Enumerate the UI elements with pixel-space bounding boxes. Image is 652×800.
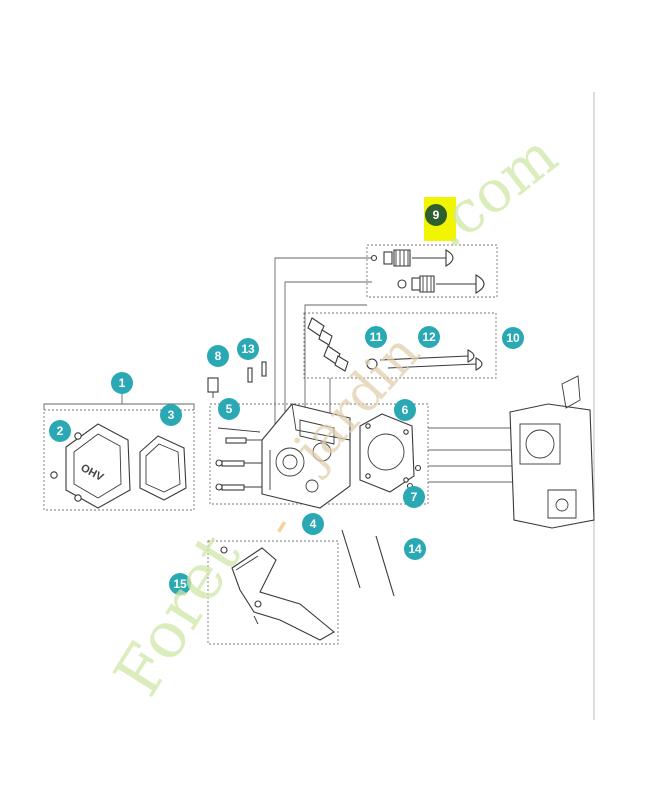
svg-text:1: 1 [119,376,126,390]
callout-1[interactable]: 1 [111,372,133,394]
push-rods [366,349,483,371]
breather-fitting [207,377,219,398]
callout-2[interactable]: 2 [49,420,71,442]
svg-text:11: 11 [370,330,383,344]
callout-8[interactable]: 8 [207,345,229,367]
callout-10[interactable]: 10 [502,327,524,349]
leader-gasket [428,427,512,483]
callout-3[interactable]: 3 [160,404,182,426]
callout-4[interactable]: 4 [302,513,324,535]
callout-12[interactable]: 12 [418,326,440,348]
svg-text:9: 9 [433,208,440,222]
svg-text:5: 5 [226,402,233,416]
cover-screws [50,432,82,502]
svg-text:10: 10 [506,331,520,345]
svg-text:Foret: Foret [101,522,256,709]
callout-13[interactable]: 13 [237,338,259,360]
svg-text:8: 8 [215,349,222,363]
svg-text:14: 14 [408,542,422,556]
callout-9[interactable]: 9 [425,204,447,226]
long-studs [341,529,395,597]
svg-text:12: 12 [422,330,436,344]
callout-14[interactable]: 14 [404,538,426,560]
group-box-head [209,403,429,505]
callout-5[interactable]: 5 [218,398,240,420]
bracket-1 [43,394,195,410]
valve-cover-gasket [139,435,187,501]
group-box-cover [43,409,195,511]
cylinder-block [509,375,595,529]
studs-small [247,361,267,383]
svg-text:4: 4 [310,517,317,531]
group-box-rocker [303,312,497,379]
svg-text:2: 2 [57,424,64,438]
air-deflector [220,546,335,641]
cylinder-head [261,403,351,509]
callout-7[interactable]: 7 [403,486,425,508]
svg-text:3: 3 [168,408,175,422]
svg-text:-: - [252,504,306,546]
svg-text:13: 13 [241,342,255,356]
callout-11[interactable]: 11 [365,326,387,348]
rocker-arms [307,317,349,372]
svg-text:15: 15 [173,577,187,591]
group-box-deflector [207,540,339,645]
leader-valves [274,257,372,445]
valve-set [370,249,485,294]
group-box-valves [366,244,498,298]
callout-6[interactable]: 6 [394,399,416,421]
svg-text:7: 7 [411,490,418,504]
svg-text:6: 6 [402,403,409,417]
head-gasket [359,413,415,493]
callout-15[interactable]: 15 [169,573,191,595]
valve-cover: OHV [65,423,131,509]
head-bolts [215,427,262,491]
